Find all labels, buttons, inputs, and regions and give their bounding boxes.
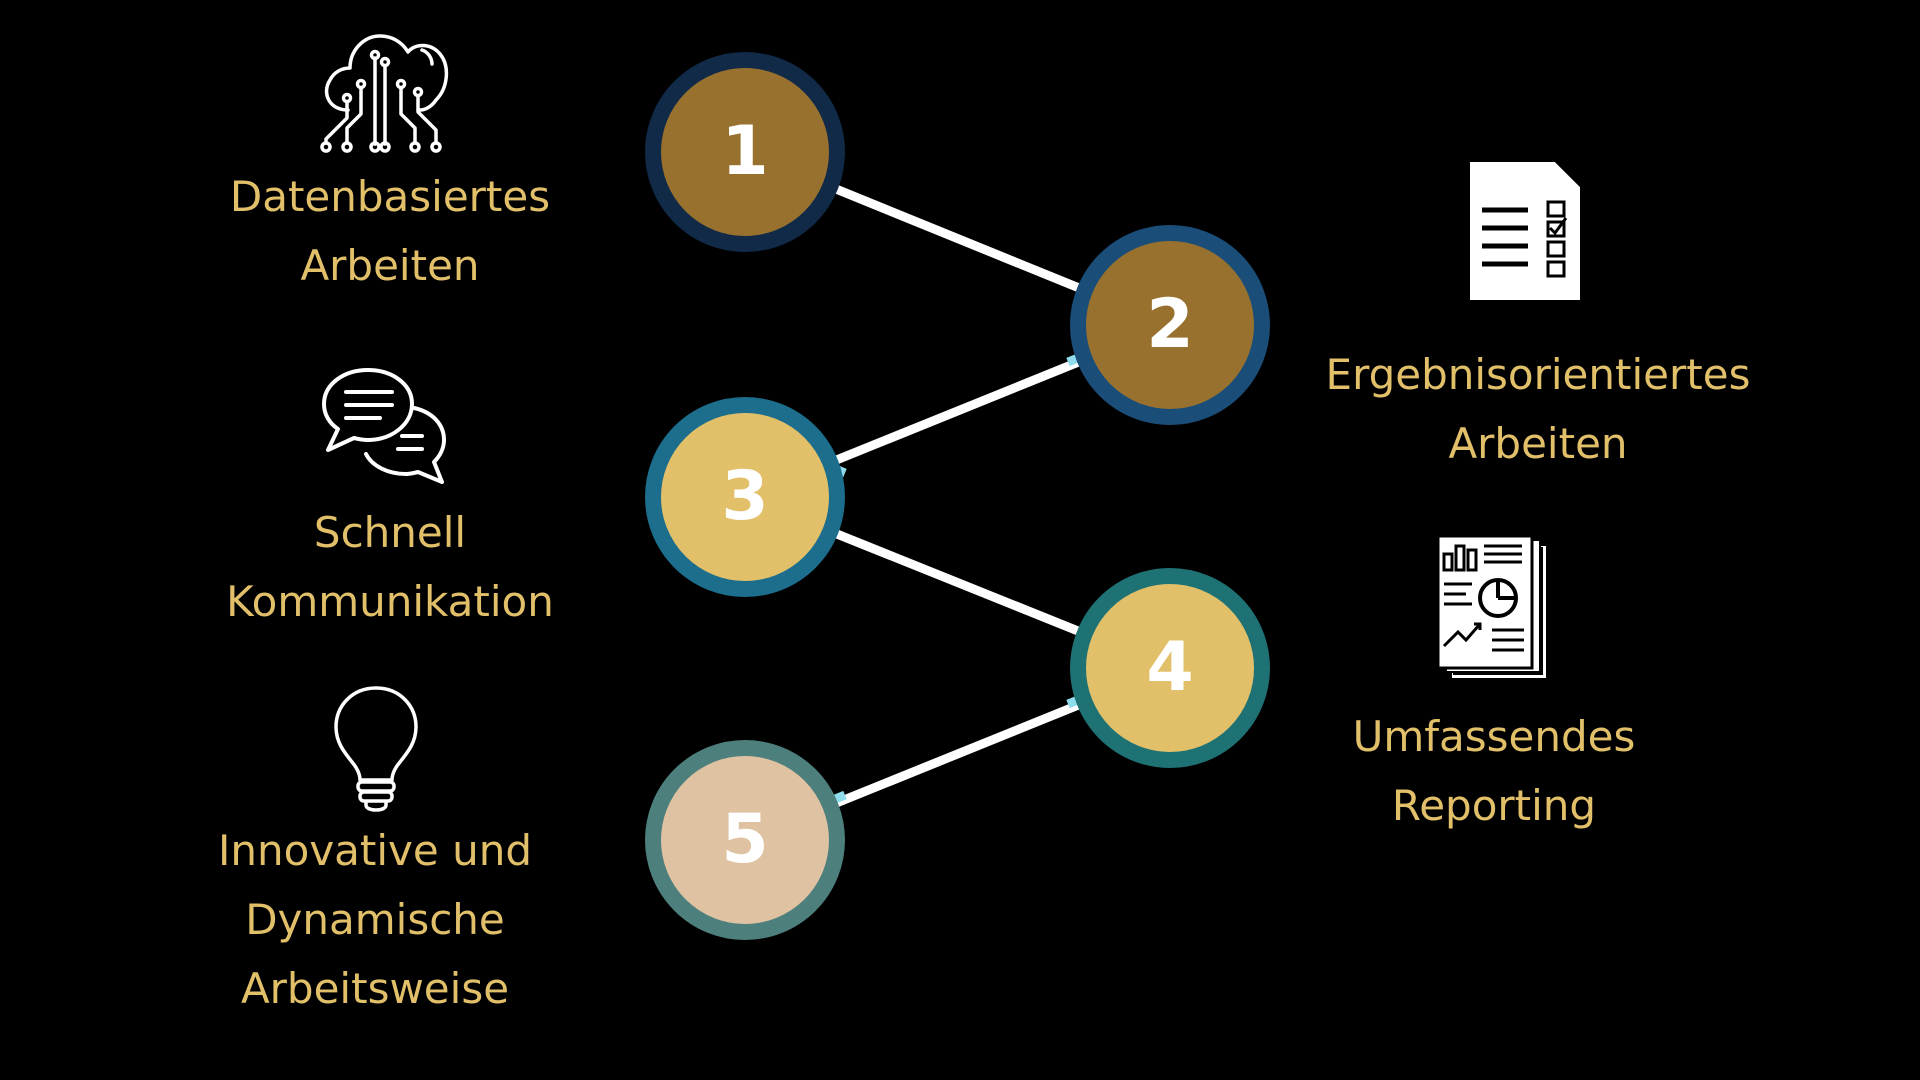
label-innovative-arbeitsweise: Innovative und Dynamische Arbeitsweise — [155, 816, 595, 1023]
label-line: Umfassendes — [1352, 712, 1636, 761]
node-3: 3 — [645, 397, 845, 597]
label-line: Ergebnisorientiertes — [1325, 350, 1751, 399]
label-line: Schnell — [313, 508, 467, 557]
node-number: 5 — [721, 800, 769, 879]
node-1: 1 — [645, 52, 845, 252]
label-ergebnisorientiertes-arbeiten: Ergebnisorientiertes Arbeiten — [1288, 340, 1788, 478]
label-line: Arbeiten — [1448, 419, 1628, 468]
node-4: 4 — [1070, 568, 1270, 768]
label-line: Innovative und — [218, 826, 532, 875]
label-schnell-kommunikation: Schnell Kommunikation — [170, 498, 610, 636]
label-line: Arbeiten — [300, 241, 480, 290]
label-datenbasiertes-arbeiten: Datenbasiertes Arbeiten — [170, 162, 610, 300]
node-number: 1 — [721, 112, 769, 191]
node-number: 4 — [1146, 628, 1194, 707]
label-line: Reporting — [1391, 781, 1597, 830]
label-line: Dynamische — [245, 895, 505, 944]
node-2: 2 — [1070, 225, 1270, 425]
node-number: 2 — [1146, 285, 1194, 364]
label-line: Datenbasiertes — [229, 172, 551, 221]
checklist-document-icon — [1470, 162, 1580, 300]
label-umfassendes-reporting: Umfassendes Reporting — [1274, 702, 1714, 840]
node-5: 5 — [645, 740, 845, 940]
cloud-circuit-icon — [320, 34, 449, 153]
label-line: Arbeitsweise — [240, 964, 510, 1013]
lightbulb-icon — [334, 686, 418, 812]
label-line: Kommunikation — [226, 577, 554, 626]
report-documents-icon — [1436, 534, 1546, 678]
chat-bubbles-icon — [322, 368, 446, 484]
node-number: 3 — [721, 457, 769, 536]
